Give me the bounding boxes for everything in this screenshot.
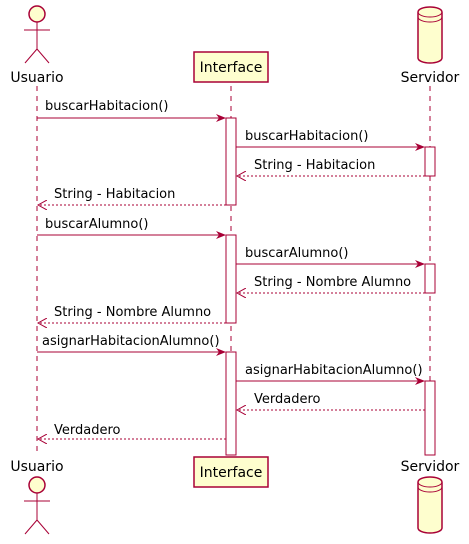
message-label-2: buscarHabitacion()	[245, 129, 369, 144]
participant-box-interface-bottom	[193, 456, 269, 488]
actor-head-icon	[28, 5, 46, 23]
participant-label-interface-bottom: Interface	[200, 465, 263, 481]
message-label-7: String - Nombre Alumno	[254, 275, 411, 290]
participant-label-servidor-bottom: Servidor	[401, 459, 460, 475]
message-label-1: buscarHabitacion()	[45, 99, 169, 114]
participant-label-servidor-top: Servidor	[401, 70, 460, 86]
message-label-9: asignarHabitacionAlumno()	[42, 334, 220, 349]
participant-label-interface-top: Interface	[200, 60, 263, 76]
message-label-5: buscarAlumno()	[45, 217, 148, 232]
actor-head-icon	[28, 476, 46, 494]
actor-usuario-bottom	[24, 476, 50, 535]
database-icon-servidor-bottom	[417, 476, 443, 534]
message-label-11: Verdadero	[254, 392, 321, 407]
activation-servidor-3	[424, 380, 436, 456]
activation-interface-1	[225, 117, 237, 206]
database-icon-servidor-top	[417, 6, 443, 64]
participant-label-usuario-bottom: Usuario	[10, 459, 63, 475]
message-label-8: String - Nombre Alumno	[54, 305, 211, 320]
activation-servidor-2	[424, 263, 436, 294]
message-label-10: asignarHabitacionAlumno()	[245, 363, 423, 378]
activation-interface-3	[225, 351, 237, 456]
participant-box-interface-top	[193, 51, 269, 83]
participant-label-usuario-top: Usuario	[10, 70, 63, 86]
message-label-6: buscarAlumno()	[245, 246, 348, 261]
activation-interface-2	[225, 234, 237, 324]
actor-usuario-top	[24, 5, 50, 64]
message-label-3: String - Habitacion	[254, 158, 375, 173]
activation-servidor-1	[424, 146, 436, 177]
message-label-12: Verdadero	[54, 423, 121, 438]
message-label-4: String - Habitacion	[54, 187, 175, 202]
